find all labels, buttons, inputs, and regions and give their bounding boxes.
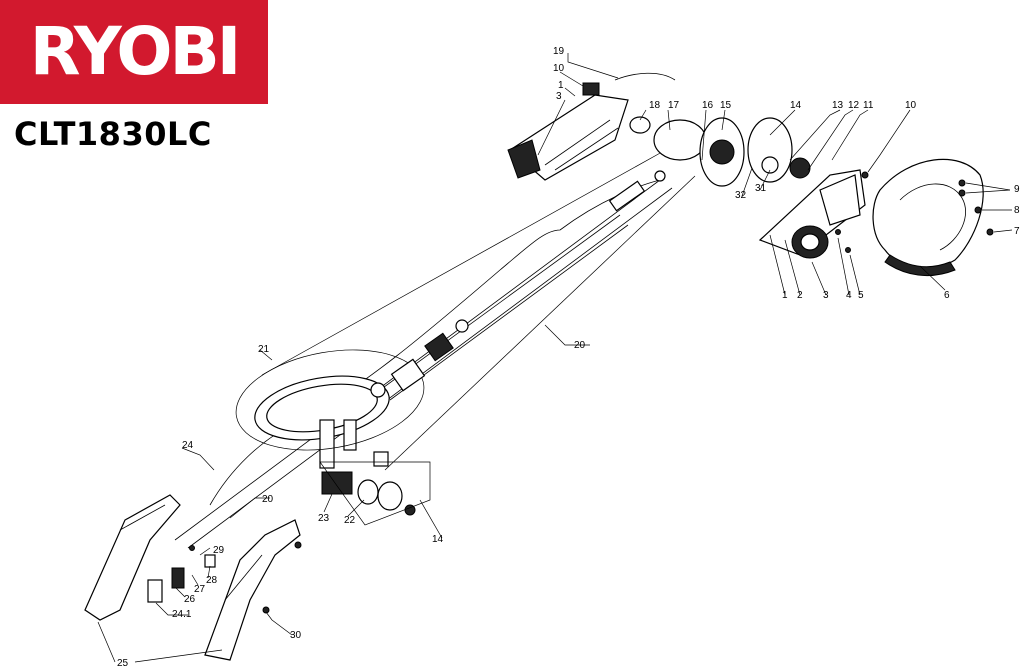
callout-7: 7 xyxy=(1014,226,1020,237)
callout-24: 24 xyxy=(182,440,194,451)
callout-12: 12 xyxy=(848,100,860,111)
callout-20: 20 xyxy=(574,340,586,351)
callout-21: 21 xyxy=(258,344,270,355)
callout-3: 3 xyxy=(556,91,562,102)
callout-10: 10 xyxy=(905,100,917,111)
trimmer-head-housing xyxy=(758,169,866,259)
front-handle xyxy=(235,349,425,469)
callout-30: 30 xyxy=(290,630,302,641)
callout-24-1: 24.1 xyxy=(172,609,192,620)
callout-labels: 19 10 1 3 18 17 16 15 14 13 12 11 10 32 … xyxy=(117,46,1020,669)
callout-2: 2 xyxy=(797,290,803,301)
model-number: CLT1830LC xyxy=(14,115,212,153)
callout-27: 27 xyxy=(194,584,206,595)
upper-housing-assembly xyxy=(507,72,676,181)
screws xyxy=(835,171,994,253)
callout-13: 13 xyxy=(832,100,844,111)
callout-8: 8 xyxy=(1014,205,1020,216)
callout-32: 32 xyxy=(735,190,747,201)
callout-17: 17 xyxy=(668,100,680,111)
callout-1: 1 xyxy=(558,80,564,91)
callout-14: 14 xyxy=(790,100,802,111)
callout-leader-lines xyxy=(97,53,1013,663)
ryobi-logo: RYOBI xyxy=(0,0,268,104)
callout-19: 19 xyxy=(553,46,565,57)
callout-14: 14 xyxy=(432,534,444,545)
callout-1: 1 xyxy=(782,290,788,301)
callout-28: 28 xyxy=(206,575,218,586)
callout-29: 29 xyxy=(213,545,225,556)
shaft-coupler-parts xyxy=(370,170,666,398)
callout-18: 18 xyxy=(649,100,661,111)
callout-15: 15 xyxy=(720,100,732,111)
rear-handle-halves xyxy=(84,494,301,661)
callout-3: 3 xyxy=(823,290,829,301)
callout-25: 25 xyxy=(117,658,129,669)
callout-5: 5 xyxy=(858,290,864,301)
motor-discs xyxy=(653,117,811,187)
upper-shaft-tube xyxy=(174,179,673,549)
battery-connector-parts xyxy=(319,451,431,526)
wire-harness xyxy=(209,179,661,506)
callout-16: 16 xyxy=(702,100,714,111)
callout-31: 31 xyxy=(755,183,767,194)
shaft-envelope-outline xyxy=(261,151,696,471)
logo-text: RYOBI xyxy=(29,13,242,90)
callout-23: 23 xyxy=(318,513,330,524)
callout-22: 22 xyxy=(344,515,356,526)
callout-6: 6 xyxy=(944,290,950,301)
callout-11: 11 xyxy=(863,100,874,111)
callout-10: 10 xyxy=(553,63,565,74)
callout-26: 26 xyxy=(184,594,196,605)
callout-20: 20 xyxy=(262,494,274,505)
grass-guard xyxy=(872,158,984,276)
callout-4: 4 xyxy=(846,290,852,301)
callout-9: 9 xyxy=(1014,184,1020,195)
